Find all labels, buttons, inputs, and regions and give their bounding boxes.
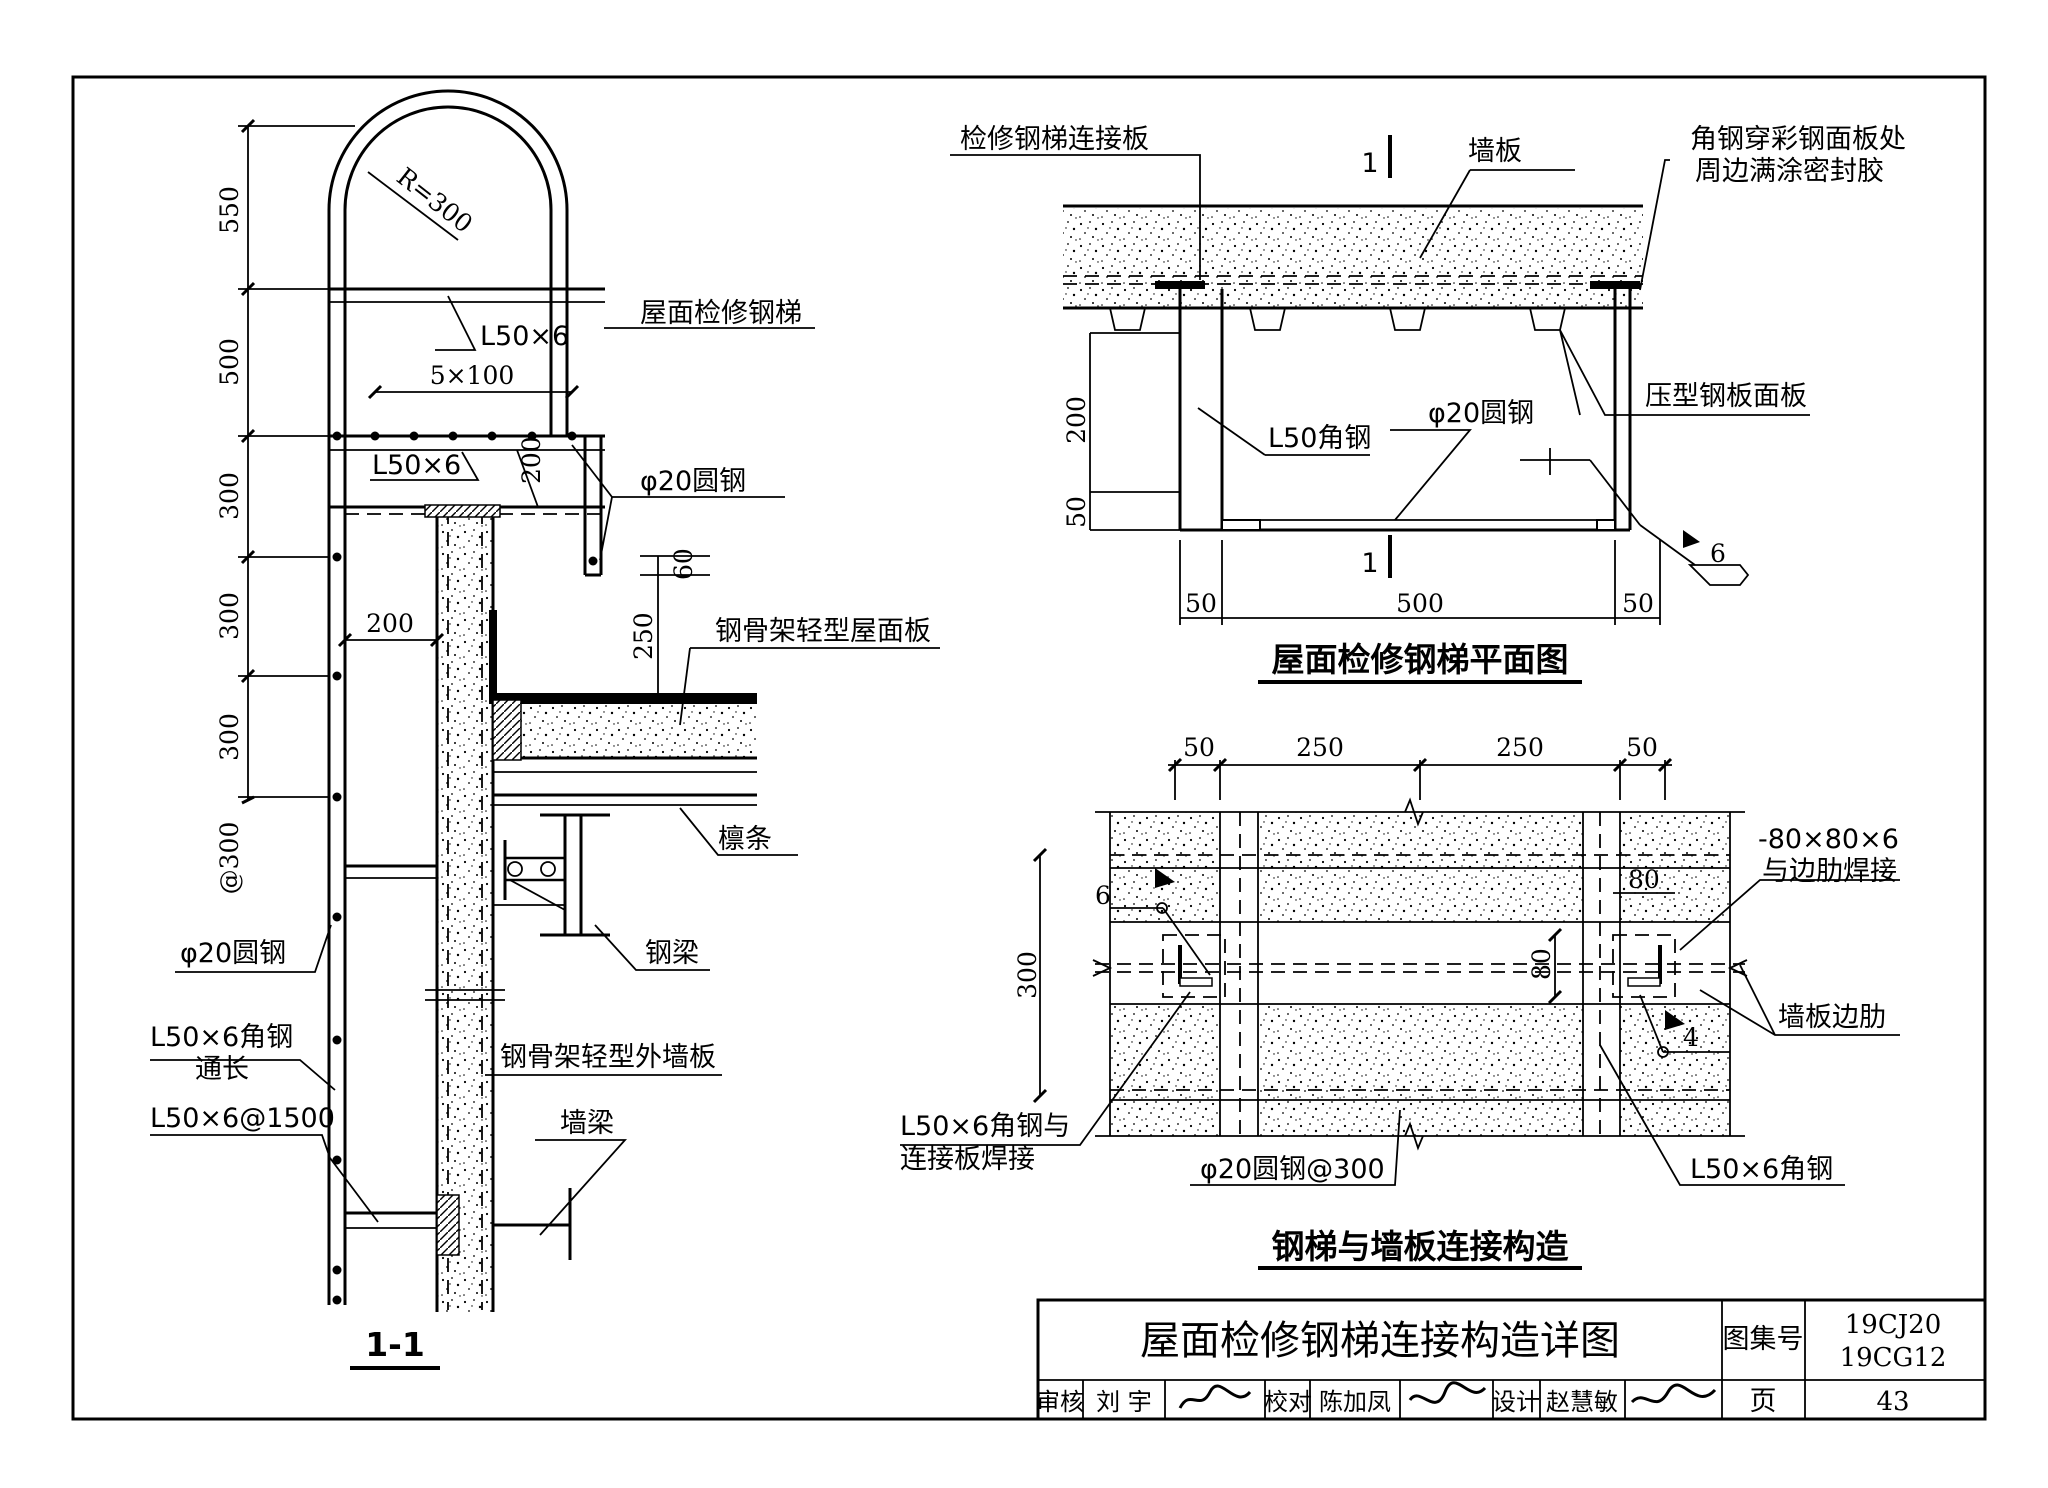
connection-detail: 50 250 250 50 300 80 80 6 4 -80×80×6 与边肋… (900, 733, 1900, 1270)
reviewer: 刘 宇 (1096, 1388, 1152, 1416)
label-angle-1500: L50×6@1500 (150, 1103, 335, 1134)
plan-dim-200: 200 (1062, 396, 1091, 444)
conn-label-angle-l50x6: L50×6角钢 (1690, 1154, 1833, 1185)
designer-signature (1630, 1383, 1717, 1404)
dim-300-a: 300 (215, 472, 244, 520)
designer: 赵慧敏 (1546, 1388, 1618, 1416)
conn-dim-80h: 80 (1628, 865, 1660, 894)
conn-label-angle-weld-2: 连接板焊接 (900, 1144, 1035, 1175)
dim-250: 250 (629, 612, 658, 660)
dim-200-rung: 200 (517, 436, 546, 484)
main-title: 屋面检修钢梯连接构造详图 (1140, 1318, 1620, 1364)
check-label: 校对 (1264, 1388, 1312, 1416)
dim-5x100: 5×100 (430, 361, 515, 390)
section-title: 1-1 (365, 1325, 425, 1364)
reviewer-signature (1178, 1384, 1252, 1409)
dim-300-c: 300 (215, 713, 244, 761)
plan-title: 屋面检修钢梯平面图 (1272, 640, 1569, 679)
plan-dim-50v: 50 (1062, 496, 1091, 528)
plan-dim-500: 500 (1396, 589, 1444, 618)
plan-section-mark-top: 1 (1361, 148, 1378, 179)
section-1-1: 550 500 300 300 300 @300 R=300 5×100 (150, 89, 940, 1370)
plan-label-round-bar: φ20圆钢 (1428, 398, 1534, 429)
label-ladder: 屋面检修钢梯 (640, 298, 802, 329)
page-no: 43 (1876, 1387, 1909, 1417)
conn-dim-250b: 250 (1496, 733, 1544, 762)
conn-label-rib: 墙板边肋 (1778, 1002, 1886, 1033)
dim-200-offset: 200 (366, 609, 414, 638)
plan-label-wall-board: 墙板 (1468, 136, 1522, 167)
conn-label-plate-1: -80×80×6 (1758, 824, 1899, 855)
conn-weld-4: 4 (1683, 1023, 1699, 1052)
page-label: 页 (1750, 1386, 1777, 1417)
conn-dim-250a: 250 (1296, 733, 1344, 762)
conn-label-angle-weld-1: L50×6角钢与 (900, 1111, 1070, 1142)
plan-label-sealant-2: 周边满涂密封胶 (1695, 156, 1884, 187)
plan-dim-50b: 50 (1622, 589, 1654, 618)
conn-dim-80v: 80 (1527, 948, 1556, 980)
label-angle-full-2: 通长 (195, 1054, 249, 1085)
label-angle-full-1: L50×6角钢 (150, 1022, 293, 1053)
atlas-label: 图集号 (1723, 1324, 1804, 1355)
label-l50x6-top: L50×6 (480, 321, 569, 352)
conn-dim-50a: 50 (1183, 733, 1215, 762)
design-label: 设计 (1492, 1388, 1540, 1416)
label-wall-panel: 钢骨架轻型外墙板 (500, 1042, 716, 1073)
plan-label-sealant-1: 角钢穿彩钢面板处 (1690, 124, 1906, 155)
conn-dim-50b: 50 (1626, 733, 1658, 762)
label-purlin: 檩条 (718, 824, 772, 855)
label-wall-beam: 墙梁 (560, 1108, 614, 1139)
dim-300-b: 300 (215, 592, 244, 640)
dim-at-300: @300 (215, 822, 244, 895)
dim-550: 550 (215, 186, 244, 234)
atlas-no-1: 19CJ20 (1845, 1310, 1941, 1340)
atlas-no-2: 19CG12 (1840, 1343, 1947, 1373)
conn-weld-6: 6 (1095, 881, 1111, 910)
checker: 陈加凤 (1319, 1388, 1391, 1416)
checker-signature (1408, 1381, 1487, 1404)
label-phi20-right: φ20圆钢 (640, 466, 746, 497)
plan-label-profiled: 压型钢板面板 (1645, 381, 1807, 412)
dim-500: 500 (215, 338, 244, 386)
title-block: 屋面检修钢梯连接构造详图 图集号 19CJ20 19CG12 页 43 审核 刘… (1036, 1298, 1987, 1421)
plan-view: 200 50 50 500 50 1 1 6 检修钢梯连接板 墙板 角钢穿彩钢面… (950, 124, 1906, 684)
plan-label-angle-l50: L50角钢 (1268, 423, 1371, 454)
plan-dim-50a: 50 (1185, 589, 1217, 618)
conn-dim-300: 300 (1013, 951, 1042, 999)
review-label: 审核 (1036, 1388, 1084, 1416)
sheet-border (71, 75, 1987, 1421)
plan-section-mark-bottom: 1 (1361, 548, 1378, 579)
plan-label-conn-plate: 检修钢梯连接板 (960, 124, 1149, 155)
plan-weld-6: 6 (1710, 539, 1726, 568)
label-roof-panel: 钢骨架轻型屋面板 (715, 616, 931, 647)
conn-label-plate-2: 与边肋焊接 (1762, 856, 1897, 887)
label-l50x6-mid: L50×6 (372, 450, 461, 481)
label-phi20-left: φ20圆钢 (180, 938, 286, 969)
connection-title: 钢梯与墙板连接构造 (1272, 1227, 1569, 1266)
label-steel-beam: 钢梁 (645, 938, 699, 969)
dim-60: 60 (669, 548, 698, 580)
conn-label-bar-spacing: φ20圆钢@300 (1200, 1154, 1385, 1185)
